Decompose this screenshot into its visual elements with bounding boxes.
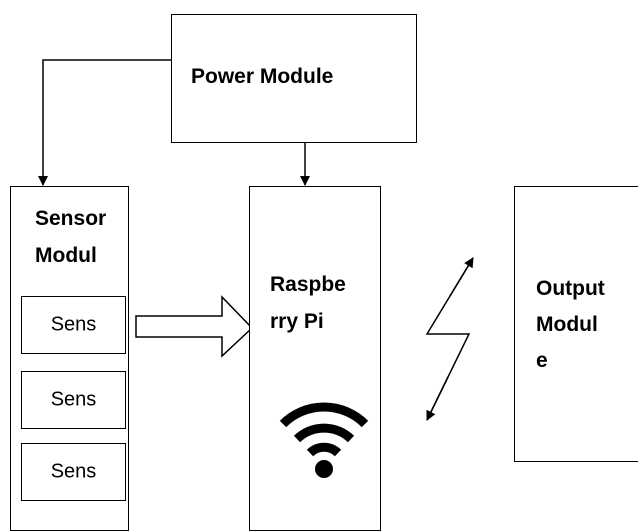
raspberry-pi-box: Raspbe rry Pi: [249, 186, 381, 531]
sensor-box: Sens: [21, 296, 126, 354]
sensor-label: Sens: [50, 313, 97, 336]
power-to-sensor-arrow: [38, 59, 171, 186]
output-module-label-line2: Modul: [536, 313, 598, 336]
sensor-module-label-line1: Sensor: [35, 207, 107, 230]
sensor-label: Sens: [50, 388, 97, 411]
sensor-label: Sens: [50, 460, 97, 483]
raspberry-pi-label-line2: rry Pi: [270, 310, 324, 333]
power-module-label: Power Module: [191, 65, 334, 88]
sensor-box: Sens: [21, 371, 126, 429]
output-module-label-line3: e: [536, 349, 548, 372]
sensor-box: Sens: [21, 443, 126, 501]
wireless-link-arrow: [425, 257, 474, 421]
wireless-link-arrowhead-bottom: [426, 376, 449, 421]
wifi-icon: [279, 402, 369, 478]
wireless-link-arrowhead-top: [449, 257, 474, 297]
output-module-box: Output Modul e: [514, 186, 638, 462]
sensor-module-box: Sensor Modul Sens Sens Sens: [10, 186, 129, 531]
output-module-label-line1: Output: [536, 277, 605, 300]
sensor-module-label-line2: Modul: [35, 244, 97, 267]
raspberry-pi-label-line1: Raspbe: [270, 273, 346, 296]
power-module-box: Power Module: [171, 14, 417, 143]
sensor-to-pi-block-arrow: [135, 295, 254, 358]
